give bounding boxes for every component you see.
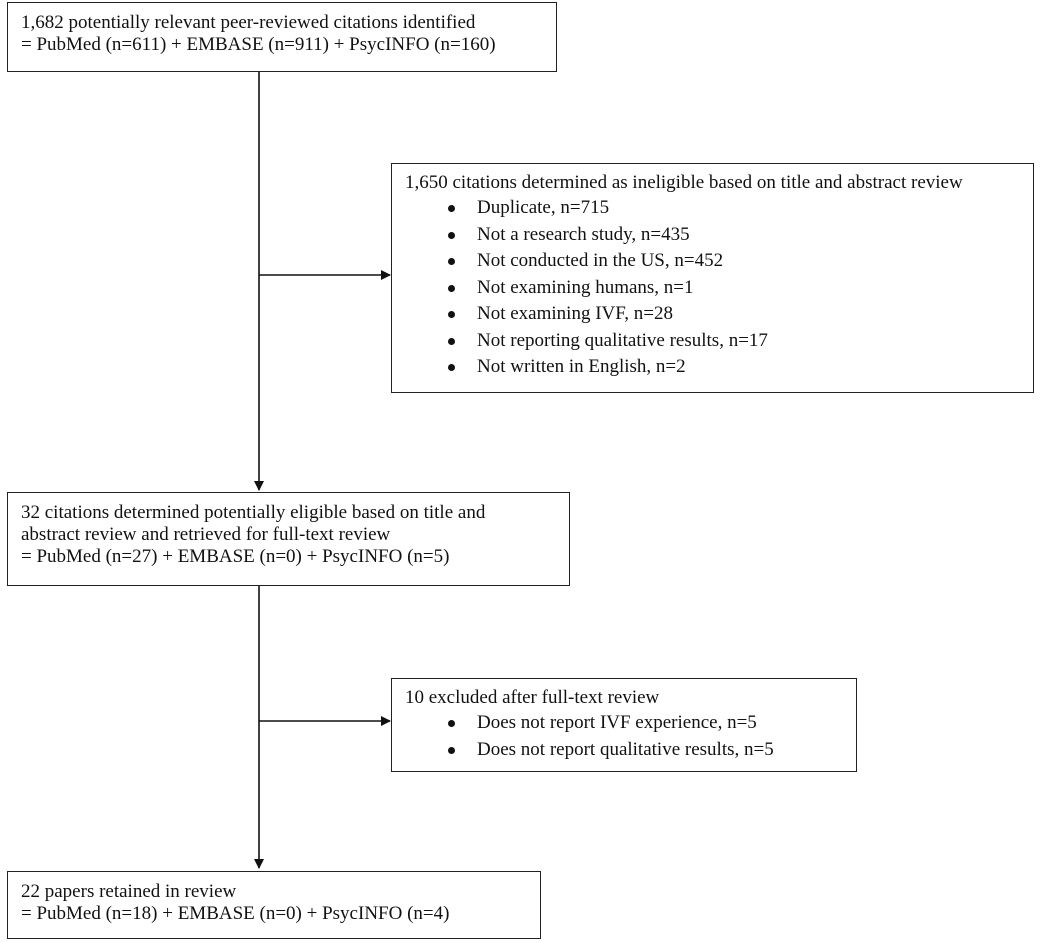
- ineligible-reason-item: Not reporting qualitative results, n=17: [405, 328, 1033, 355]
- excluded-box: 10 excluded after full-text review Does …: [391, 678, 857, 772]
- ineligible-heading: 1,650 citations determined as ineligible…: [405, 172, 963, 193]
- excluded-reason-item: Does not report IVF experience, n=5: [405, 710, 856, 737]
- bullet-icon: [448, 205, 455, 212]
- excluded-reason-text: Does not report IVF experience, n=5: [477, 712, 757, 733]
- identified-box: 1,682 potentially relevant peer-reviewed…: [7, 2, 557, 72]
- bullet-icon: [448, 311, 455, 318]
- excluded-heading: 10 excluded after full-text review: [405, 687, 660, 708]
- retained-box: 22 papers retained in review = PubMed (n…: [7, 871, 541, 939]
- ineligible-reason-item: Duplicate, n=715: [405, 195, 1033, 222]
- bullet-icon: [448, 364, 455, 371]
- eligible-line-2: abstract review and retrieved for full-t…: [21, 524, 391, 545]
- excluded-reason-text: Does not report qualitative results, n=5: [477, 738, 774, 760]
- ineligible-reason-text: Not examining humans, n=1: [477, 276, 694, 298]
- ineligible-reason-item: Not a research study, n=435: [405, 222, 1033, 249]
- identified-line-2: = PubMed (n=611) + EMBASE (n=911) + Psyc…: [21, 34, 496, 55]
- ineligible-reason-text: Not a research study, n=435: [477, 223, 690, 245]
- bullet-icon: [448, 258, 455, 265]
- ineligible-reason-text: Not conducted in the US, n=452: [477, 250, 724, 271]
- bullet-icon: [448, 284, 455, 292]
- identified-line-1: 1,682 potentially relevant peer-reviewed…: [21, 12, 476, 33]
- retained-line-2: = PubMed (n=18) + EMBASE (n=0) + PsycINF…: [21, 903, 450, 924]
- eligible-line-1: 32 citations determined potentially elig…: [21, 502, 486, 523]
- bullet-icon: [448, 746, 455, 754]
- ineligible-reason-text: Not examining IVF, n=28: [477, 303, 674, 324]
- ineligible-reason-text: Not written in English, n=2: [477, 356, 686, 377]
- retained-line-1: 22 papers retained in review: [21, 881, 237, 902]
- ineligible-reason-item: Not conducted in the US, n=452: [405, 248, 1033, 275]
- ineligible-reason-item: Not examining IVF, n=28: [405, 301, 1033, 328]
- excluded-reasons-list: Does not report IVF experience, n=5 Does…: [405, 710, 856, 763]
- eligible-box: 32 citations determined potentially elig…: [7, 492, 570, 586]
- ineligible-reason-text: Duplicate, n=715: [477, 197, 610, 218]
- bullet-icon: [448, 337, 455, 345]
- bullet-icon: [448, 720, 455, 727]
- eligible-line-3: = PubMed (n=27) + EMBASE (n=0) + PsycINF…: [21, 546, 450, 567]
- ineligible-box: 1,650 citations determined as ineligible…: [391, 163, 1034, 393]
- ineligible-reason-text: Not reporting qualitative results, n=17: [477, 329, 768, 351]
- bullet-icon: [448, 231, 455, 239]
- ineligible-reason-item: Not written in English, n=2: [405, 354, 1033, 381]
- ineligible-reasons-list: Duplicate, n=715 Not a research study, n…: [405, 195, 1033, 381]
- excluded-reason-item: Does not report qualitative results, n=5: [405, 737, 856, 764]
- ineligible-reason-item: Not examining humans, n=1: [405, 275, 1033, 302]
